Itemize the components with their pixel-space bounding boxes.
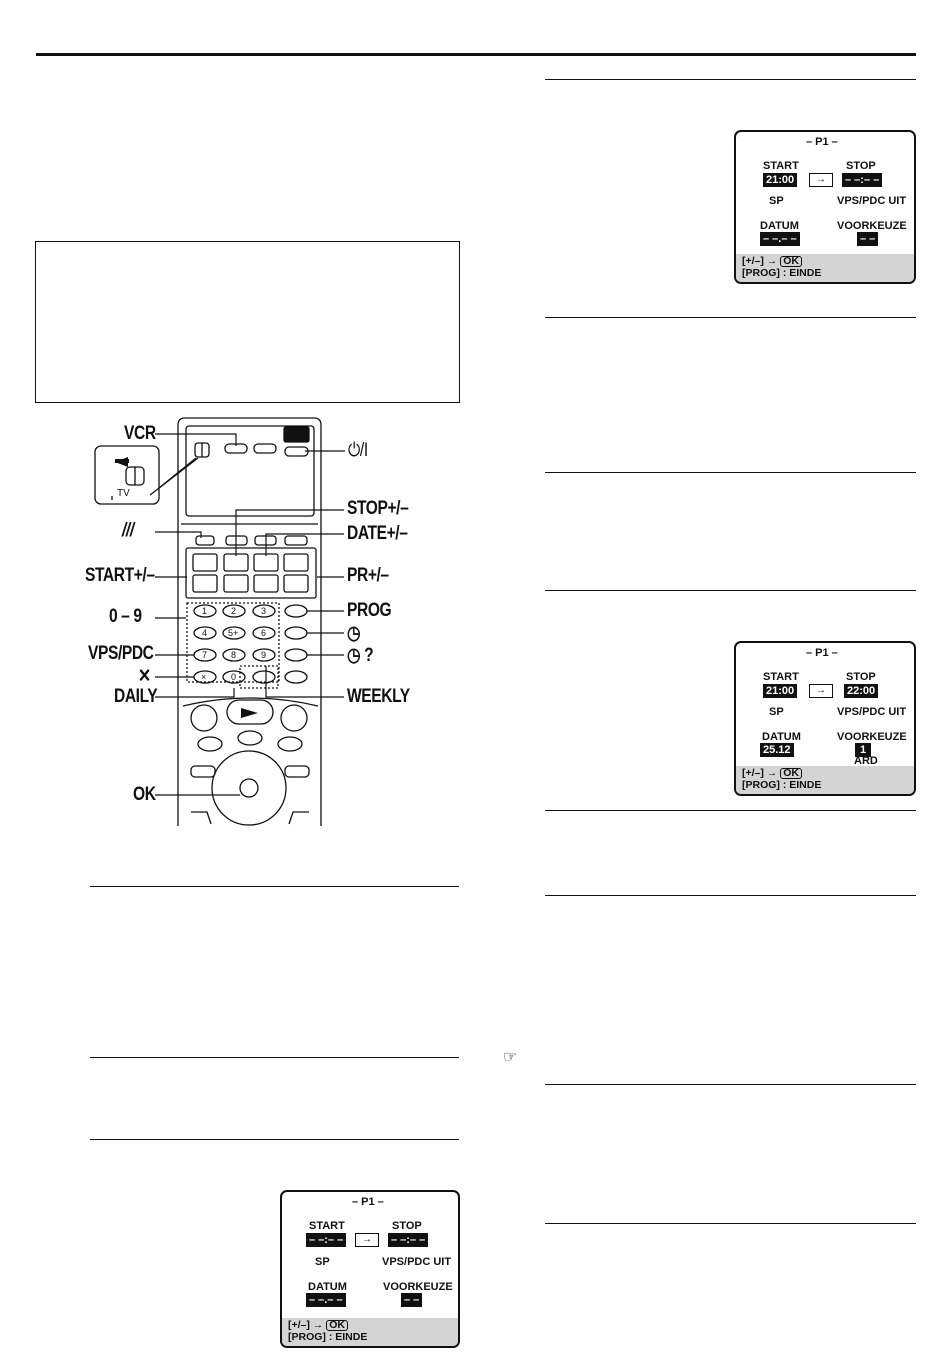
key-1[interactable]: 1: [202, 606, 208, 616]
ok-box: OK: [326, 1319, 348, 1331]
key-3[interactable]: 3: [261, 606, 267, 616]
label-pr: PR+/–: [347, 565, 389, 586]
label-start: START+/–: [85, 565, 155, 586]
note-box: [35, 241, 460, 403]
osd-stop-value: – –:– –: [842, 173, 883, 187]
osd-preset-value: – –: [401, 1293, 423, 1307]
osd-vps: VPS/PDC UIT: [837, 195, 907, 207]
label-cancel: ✕: [138, 666, 151, 687]
osd-screen-2: – P1 – START 21:00 → STOP 22:00 SP VPS/P…: [734, 641, 916, 796]
osd-preset-value: 1: [855, 743, 872, 757]
key-4[interactable]: 4: [202, 628, 208, 638]
osd-speed: SP: [315, 1256, 330, 1268]
label-stop: STOP+/–: [347, 498, 409, 519]
key-9[interactable]: 9: [261, 650, 267, 660]
osd-preset-label: VOORKEUZE: [837, 731, 907, 743]
osd-footer: [+/–] → OK [PROG] : EINDE: [736, 254, 914, 282]
section-rule: [545, 1223, 916, 1224]
osd-vps: VPS/PDC UIT: [382, 1256, 452, 1268]
ok-box: OK: [780, 767, 802, 779]
osd-date-value: – –.– –: [306, 1293, 346, 1307]
section-rule: [90, 1057, 459, 1058]
osd-date-label: DATUM: [308, 1281, 347, 1293]
osd-footer: [+/–] → OK [PROG] : EINDE: [282, 1318, 458, 1346]
label-ok: OK: [133, 784, 156, 805]
section-rule: [90, 1139, 459, 1140]
section-rule: [90, 886, 459, 887]
ok-box: OK: [780, 255, 802, 267]
osd-arrow: →: [809, 684, 833, 698]
label-prog: PROG: [347, 600, 392, 621]
key-0[interactable]: 0: [231, 672, 237, 682]
osd-footer-hint: [+/–] →: [742, 255, 778, 267]
label-power: ⏻/I: [348, 440, 368, 461]
osd-footer: [+/–] → OK [PROG] : EINDE: [736, 766, 914, 794]
label-date: DATE+/–: [347, 523, 408, 544]
label-daily: DAILY: [114, 686, 158, 707]
osd-vps: VPS/PDC UIT: [837, 706, 907, 718]
osd-preset-value: – –: [857, 232, 879, 246]
hand-pointer-icon: ☞: [503, 1049, 518, 1066]
osd-title: – P1 –: [352, 1196, 384, 1208]
osd-speed: SP: [769, 195, 784, 207]
key-2[interactable]: 2: [231, 606, 237, 616]
section-rule: [545, 810, 916, 811]
label-vcr: VCR: [124, 423, 156, 444]
osd-start-label: START: [763, 671, 799, 683]
osd-footer-exit: [PROG] : EINDE: [288, 1331, 368, 1343]
osd-start-label: START: [309, 1220, 345, 1232]
key-5[interactable]: 5+: [228, 628, 239, 638]
section-rule: [545, 472, 916, 473]
osd-stop-label: STOP: [846, 671, 876, 683]
top-rule: [36, 53, 916, 56]
key-6[interactable]: 6: [261, 628, 267, 638]
osd-date-value: 25.12: [760, 743, 794, 757]
label-bars: ///: [122, 520, 134, 541]
section-rule: [545, 590, 916, 591]
osd-speed: SP: [769, 706, 784, 718]
osd-preset-label: VOORKEUZE: [383, 1281, 453, 1293]
remote-body-outline: [177, 417, 322, 826]
osd-screen-3: – P1 – START – –:– – → STOP – –:– – SP V…: [280, 1190, 460, 1348]
osd-stop-label: STOP: [846, 160, 876, 172]
osd-screen-1: – P1 – START 21:00 → STOP – –:– – SP VPS…: [734, 130, 916, 284]
osd-start-label: START: [763, 160, 799, 172]
label-vps-pdc: VPS/PDC: [88, 643, 154, 664]
label-weekly: WEEKLY: [347, 686, 410, 707]
osd-date-label: DATUM: [762, 731, 801, 743]
osd-start-value: 21:00: [763, 173, 798, 187]
osd-stop-label: STOP: [392, 1220, 422, 1232]
section-rule: [545, 895, 916, 896]
key-cancel[interactable]: ×: [201, 672, 207, 682]
osd-date-value: – –.– –: [760, 232, 800, 246]
osd-start-value: – –:– –: [306, 1233, 347, 1247]
osd-preset-label: VOORKEUZE: [837, 220, 907, 232]
key-8[interactable]: 8: [231, 650, 237, 660]
osd-stop-value: 22:00: [844, 684, 879, 698]
key-7[interactable]: 7: [202, 650, 208, 660]
osd-footer-exit: [PROG] : EINDE: [742, 779, 822, 791]
label-timer: ◷: [347, 623, 361, 644]
osd-station: ARD: [854, 755, 878, 767]
tv-switch-label: TV: [117, 488, 130, 499]
osd-stop-value: – –:– –: [388, 1233, 429, 1247]
label-zero-nine: 0 – 9: [109, 606, 142, 627]
osd-arrow: →: [809, 173, 833, 187]
osd-start-value: 21:00: [763, 684, 798, 698]
section-rule: [545, 79, 916, 80]
osd-title: – P1 –: [806, 647, 838, 659]
osd-footer-exit: [PROG] : EINDE: [742, 267, 822, 279]
osd-arrow: →: [355, 1233, 379, 1247]
osd-date-label: DATUM: [760, 220, 799, 232]
osd-footer-hint: [+/–] →: [742, 767, 778, 779]
section-rule: [545, 1084, 916, 1085]
section-rule: [545, 317, 916, 318]
osd-title: – P1 –: [806, 136, 838, 148]
osd-footer-hint: [+/–] →: [288, 1319, 324, 1331]
label-timer-q: ◷ ?: [347, 645, 374, 666]
